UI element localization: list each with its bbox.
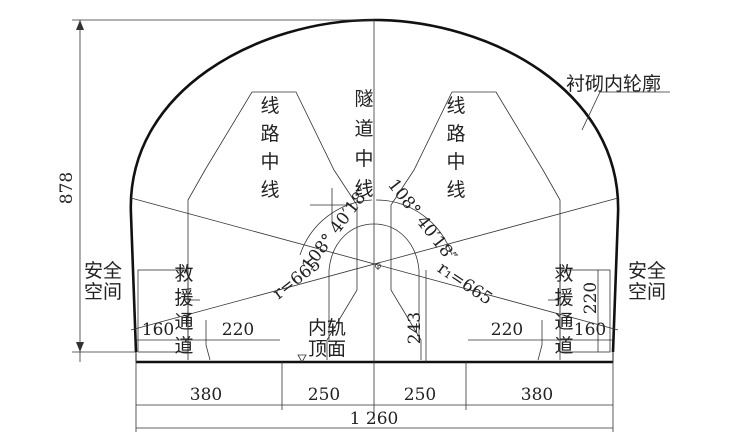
left-safety-box — [137, 269, 189, 353]
line-center-left-label: 线路中线 — [260, 95, 279, 201]
dim-160-right: 160 — [574, 320, 606, 340]
dim-250-left: 250 — [308, 385, 340, 405]
lining-outline-label: 衬砌内轮廓 — [566, 73, 661, 95]
dim-220-vertical: 220 — [581, 282, 601, 314]
right-safety-box — [559, 269, 611, 353]
dim-380-right: 380 — [521, 385, 553, 405]
dim-220-right: 220 — [491, 320, 523, 340]
lining-leader — [581, 91, 601, 131]
inner-rail-top-1: 内轨 — [308, 317, 346, 339]
right-profile-foot — [537, 320, 543, 361]
dim-220-left: 220 — [222, 320, 254, 340]
dim-243: 243 — [405, 312, 425, 344]
line-center-right-label: 线路中线 — [446, 95, 465, 201]
angle-arc-left — [299, 199, 373, 256]
right-clearance-profile — [390, 91, 561, 360]
lining-outline — [129, 18, 620, 353]
dim-arrow-878-top — [76, 20, 84, 30]
dim-250-right: 250 — [404, 385, 436, 405]
arc-centre-point — [375, 263, 381, 269]
left-profile-foot — [205, 320, 211, 361]
safety-space-right-1: 安全 — [628, 260, 666, 282]
dim-380-left: 380 — [190, 385, 222, 405]
safety-space-left-2: 空间 — [84, 281, 122, 303]
safety-space-left-1: 安全 — [84, 260, 122, 282]
rail-top-marker — [297, 354, 307, 363]
radius-line-right — [130, 197, 619, 331]
dim-1260: 1 260 — [350, 409, 399, 429]
rescue-passage-left-label: 救援通道 — [174, 263, 193, 357]
dim-arrow-878-bottom — [76, 342, 84, 352]
safety-space-right-2: 空间 — [628, 281, 666, 303]
tunnel-center-label: 隧道中线 — [354, 88, 373, 200]
rescue-passage-right-label: 救援通道 — [554, 263, 573, 357]
dim-160-left: 160 — [142, 320, 174, 340]
angle-arc-right — [375, 199, 453, 256]
inner-rail-top-2: 顶面 — [308, 338, 346, 360]
dim-878-text: 878 — [57, 172, 77, 204]
radius-label-right: r₁=665 — [434, 258, 496, 309]
radius-label-left: r=665 — [269, 254, 325, 304]
left-clearance-profile — [187, 91, 358, 360]
central-small-arch — [328, 223, 420, 340]
